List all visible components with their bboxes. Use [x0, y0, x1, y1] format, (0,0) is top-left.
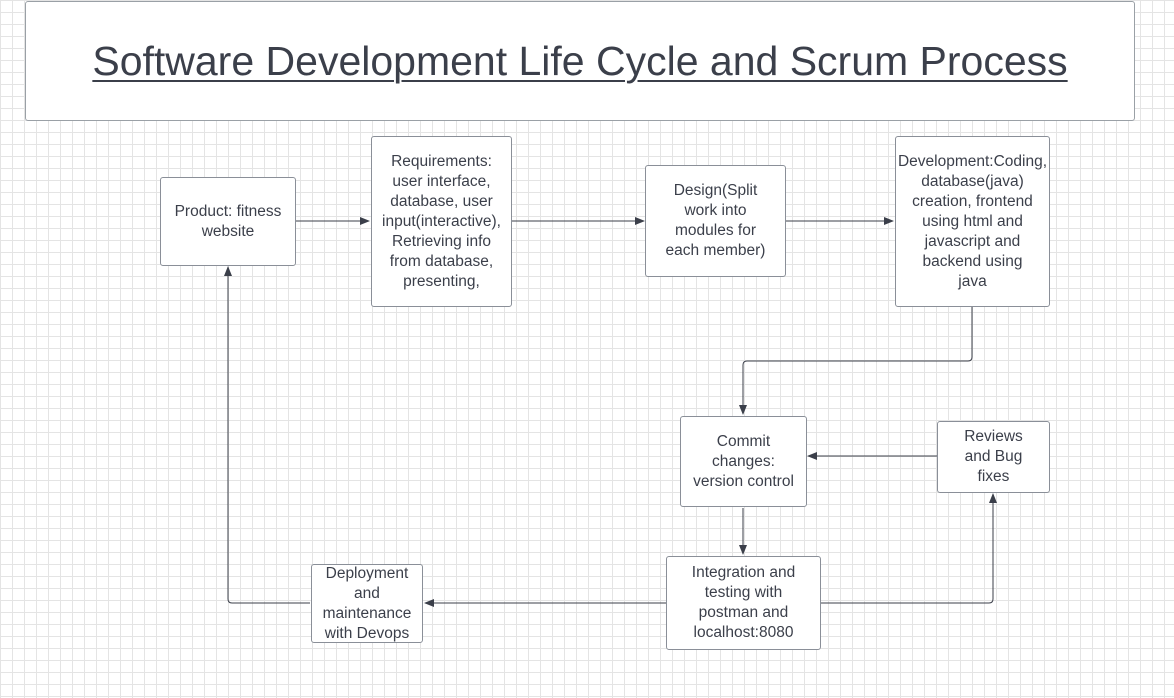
node-design-label: Design(Split work into modules for each … [665, 182, 766, 259]
edge-development-to-commit [739, 307, 973, 415]
node-commit-label: Commit changes: version control [693, 432, 794, 490]
node-development-label: Development:Coding, database(java) creat… [897, 152, 1048, 290]
node-product[interactable]: Product: fitness website [160, 177, 296, 266]
node-design[interactable]: Design(Split work into modules for each … [645, 165, 786, 277]
node-integration[interactable]: Integration and testing with postman and… [666, 556, 821, 650]
node-deployment-label: Deployment and maintenance with Devops [322, 564, 412, 642]
node-commit[interactable]: Commit changes: version control [680, 416, 807, 507]
title-box: Software Development Life Cycle and Scru… [25, 1, 1135, 121]
node-integration-label: Integration and testing with postman and… [691, 564, 796, 641]
edge-deployment-to-product [224, 266, 310, 604]
node-product-label: Product: fitness website [174, 202, 282, 240]
edge-integration-to-reviews [821, 493, 997, 604]
node-reviews[interactable]: Reviews and Bug fixes [937, 421, 1050, 493]
node-development[interactable]: Development:Coding, database(java) creat… [895, 136, 1050, 307]
node-reviews-label: Reviews and Bug fixes [964, 428, 1023, 485]
node-deployment[interactable]: Deployment and maintenance with Devops [311, 564, 423, 643]
node-requirements-label: Requirements: user interface, database, … [382, 152, 501, 290]
node-requirements[interactable]: Requirements: user interface, database, … [371, 136, 512, 307]
page-title: Software Development Life Cycle and Scru… [92, 37, 1068, 84]
